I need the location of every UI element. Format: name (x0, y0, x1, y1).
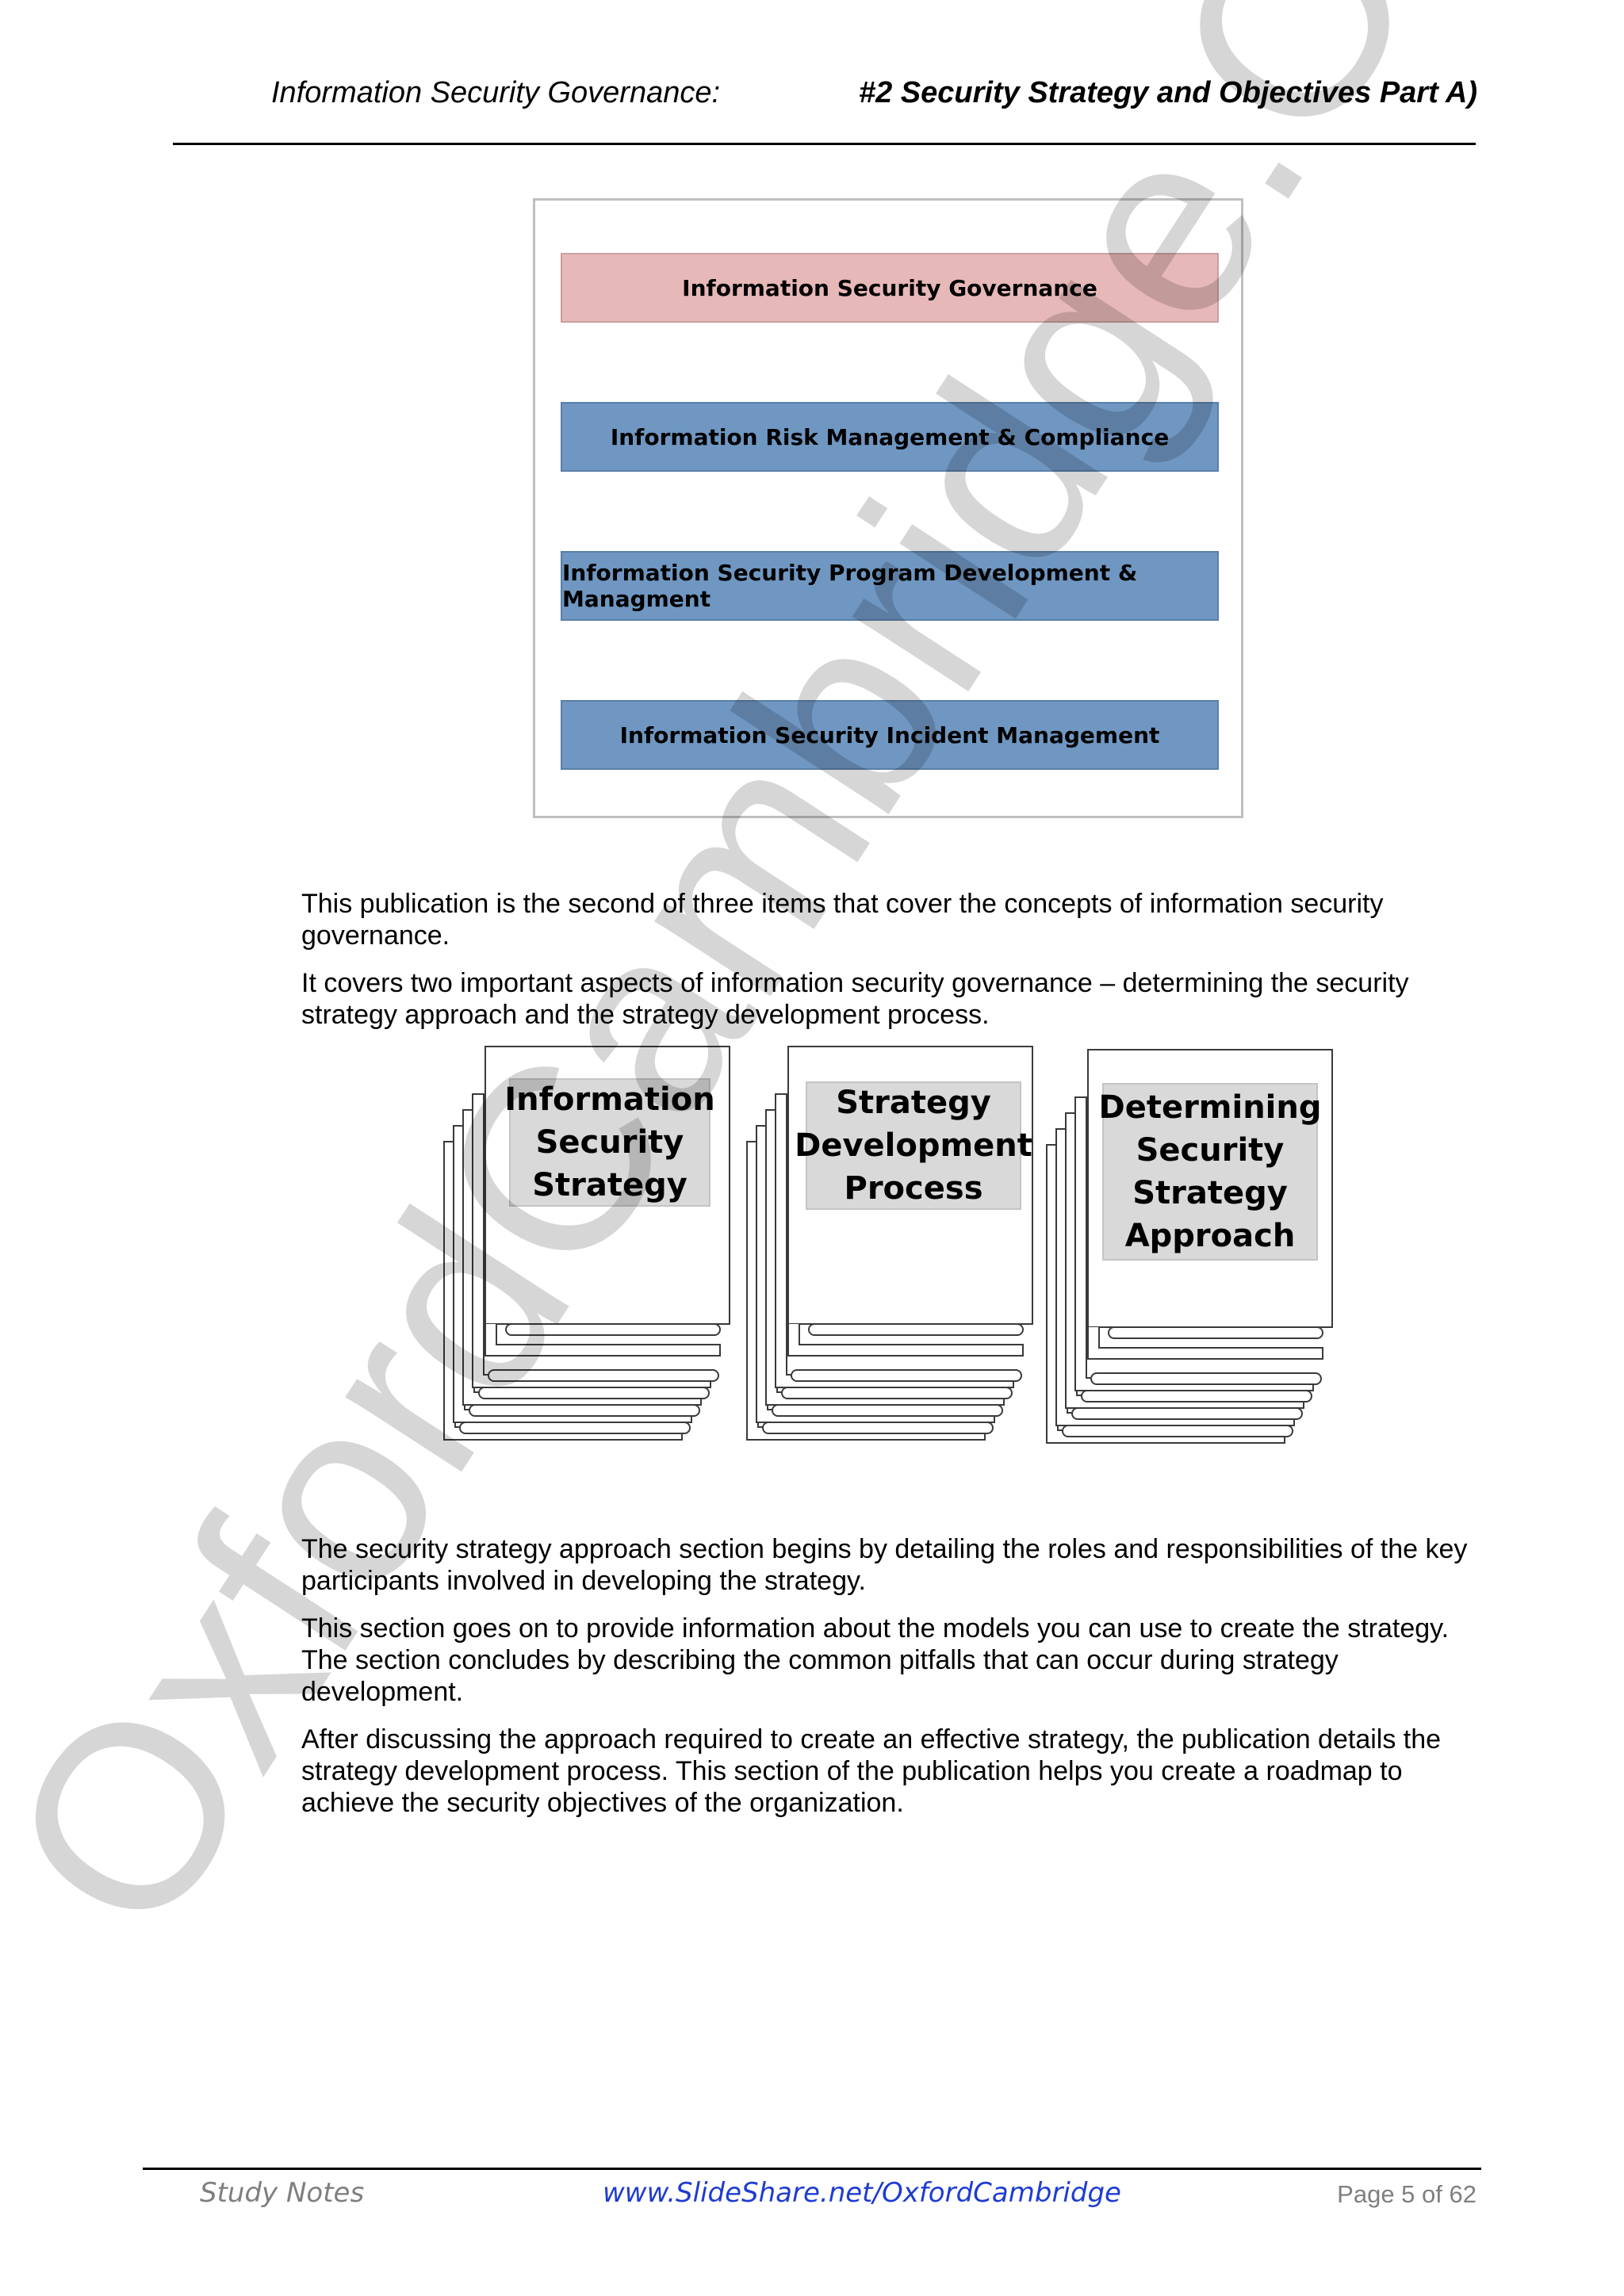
body-paragraph-2: This section goes on to provide informat… (301, 1613, 1475, 1708)
document-label: Determining Security Strategy Approach (1102, 1083, 1318, 1261)
document-label: Strategy Development Process (806, 1081, 1021, 1210)
page-number: Page 5 of 62 (1337, 2180, 1477, 2209)
footer-study-notes: Study Notes (200, 2177, 364, 2209)
body-paragraph-1: The security strategy approach section b… (301, 1533, 1475, 1597)
risk-management-box: Information Risk Management & Compliance (561, 402, 1219, 472)
footer-link[interactable]: www.SlideShare.net/OxfordCambridge (603, 2177, 1121, 2209)
footer-divider (143, 2168, 1481, 2170)
governance-diagram: Information Security Governance Informat… (533, 198, 1243, 818)
governance-box: Information Security Governance (561, 253, 1219, 323)
intro-paragraph-2: It covers two important aspects of infor… (301, 967, 1475, 1031)
intro-paragraph-1: This publication is the second of three … (301, 888, 1475, 951)
document-label: Information Security Strategy (509, 1078, 710, 1207)
header-section-title: #2 Security Strategy and Objectives Part… (859, 76, 1477, 110)
incident-management-box: Information Security Incident Management (561, 700, 1219, 770)
header-document-title: Information Security Governance: (271, 76, 720, 110)
program-development-box: Information Security Program Development… (561, 551, 1219, 621)
body-paragraph-3: After discussing the approach required t… (301, 1724, 1475, 1819)
header-divider (173, 143, 1476, 145)
